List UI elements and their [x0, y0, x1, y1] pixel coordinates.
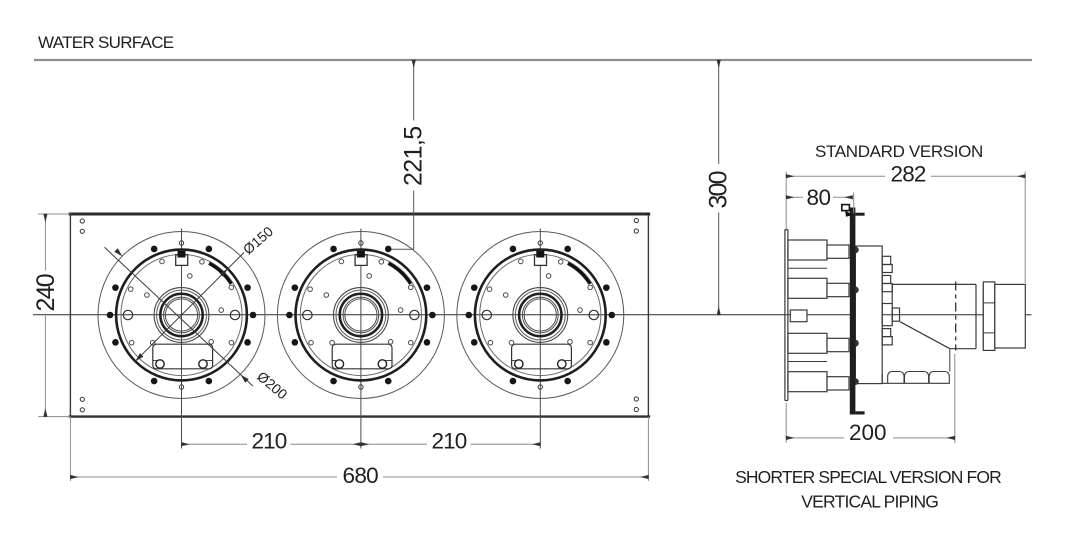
- svg-text:VERTICAL PIPING: VERTICAL PIPING: [801, 492, 938, 512]
- svg-text:210: 210: [252, 428, 287, 453]
- svg-text:300: 300: [705, 171, 733, 208]
- svg-text:240: 240: [32, 274, 60, 311]
- svg-text:200: 200: [849, 420, 887, 445]
- svg-text:221,5: 221,5: [400, 126, 428, 186]
- svg-text:680: 680: [343, 463, 379, 488]
- svg-text:282: 282: [891, 162, 926, 187]
- svg-text:210: 210: [432, 428, 467, 453]
- svg-text:WATER SURFACE: WATER SURFACE: [38, 33, 174, 52]
- svg-text:Ø200: Ø200: [254, 368, 291, 402]
- svg-text:STANDARD VERSION: STANDARD VERSION: [815, 142, 983, 161]
- svg-text:80: 80: [807, 185, 831, 210]
- svg-text:Ø150: Ø150: [240, 223, 277, 258]
- svg-text:SHORTER SPECIAL VERSION FOR: SHORTER SPECIAL VERSION FOR: [735, 467, 1001, 487]
